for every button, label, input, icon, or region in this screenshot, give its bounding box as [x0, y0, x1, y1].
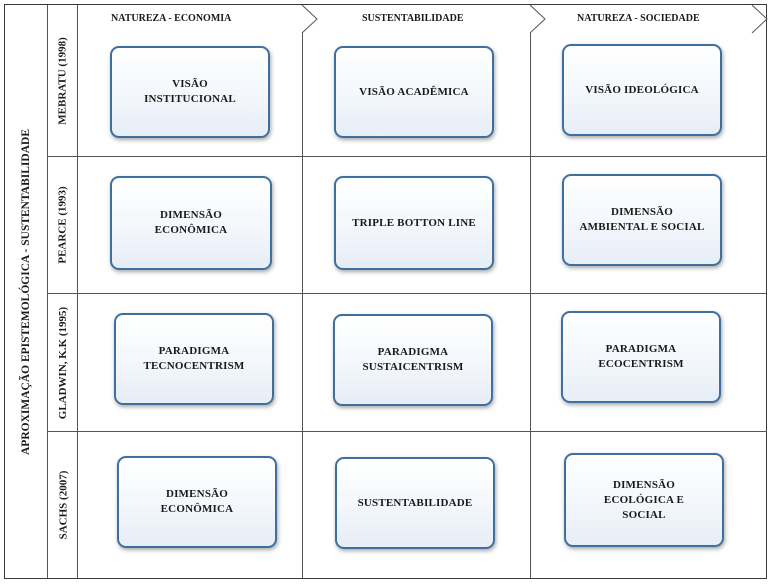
side-label: APROXIMAÇÃO EPISTEMOLÓGICA - SUSTENTABIL…	[5, 5, 47, 578]
cell-text-r3-c3: PARADIGMA ECOCENTRISM	[598, 343, 684, 370]
cell-box-r1-c1: VISÃO INSTITUCIONAL	[110, 46, 270, 138]
column-header-1-arrow	[301, 4, 318, 34]
side-label-text: APROXIMAÇÃO EPISTEMOLÓGICA - SUSTENTABIL…	[20, 128, 32, 455]
divider-side-label	[47, 5, 48, 578]
cell-text-r3-c1: PARADIGMA TECNOCENTRISM	[143, 345, 245, 372]
cell-text-r4-c1: DIMENSÃO ECONÔMICA	[160, 488, 234, 515]
column-header-3-label: NATUREZA - SOCIEDADE	[577, 13, 700, 24]
cell-box-r1-c2: VISÃO ACADÊMICA	[334, 46, 494, 138]
cell-box-r4-c2: SUSTENTABILIDADE	[335, 457, 495, 549]
cell-text-r2-c2: TRIPLE BOTTON LINE	[352, 216, 476, 229]
divider-row-labels	[77, 5, 78, 578]
divider-col-2	[530, 33, 531, 578]
row-label-1-text: MEBRATU (1998)	[57, 36, 70, 125]
cell-text-r2-c3: DIMENSÃO AMBIENTAL E SOCIAL	[579, 206, 705, 233]
row-label-4: SACHS (2007)	[48, 432, 78, 578]
divider-row-3	[48, 431, 767, 432]
row-label-2-text: PEARCE (1993)	[57, 186, 69, 264]
cell-box-r3-c2: PARADIGMA SUSTAICENTRISM	[333, 314, 493, 406]
column-header-1: NATUREZA - ECONOMIA	[77, 4, 318, 34]
cell-box-r4-c3: DIMENSÃO ECOLÓGICA E SOCIAL	[564, 453, 724, 547]
column-header-3-arrow	[751, 4, 768, 34]
cell-text-r4-c2: SUSTENTABILIDADE	[357, 496, 473, 509]
cell-box-r4-c1: DIMENSÃO ECONÔMICA	[117, 456, 277, 548]
divider-col-1	[302, 33, 303, 578]
cell-box-r3-c3: PARADIGMA ECOCENTRISM	[561, 311, 721, 403]
column-header-2-label: SUSTENTABILIDADE	[362, 13, 464, 24]
cell-box-r2-c3: DIMENSÃO AMBIENTAL E SOCIAL	[562, 174, 722, 266]
cell-box-r2-c1: DIMENSÃO ECONÔMICA	[110, 176, 272, 270]
cell-text-r3-c2: PARADIGMA SUSTAICENTRISM	[362, 346, 464, 373]
column-header-2: SUSTENTABILIDADE	[302, 4, 546, 34]
cell-text-r1-c1: VISÃO INSTITUCIONAL	[144, 78, 236, 105]
cell-box-r1-c3: VISÃO IDEOLÓGICA	[562, 44, 722, 136]
cell-text-r1-c2: VISÃO ACADÊMICA	[359, 85, 469, 98]
cell-text-r1-c3: VISÃO IDEOLÓGICA	[585, 83, 699, 96]
outer-frame	[4, 4, 767, 579]
cell-box-r3-c1: PARADIGMA TECNOCENTRISM	[114, 313, 274, 405]
divider-row-2	[48, 293, 767, 294]
divider-row-1	[48, 156, 767, 157]
column-header-3: NATUREZA - SOCIEDADE	[530, 4, 768, 34]
row-label-3: GLADWIN, K.K (1995)	[48, 294, 78, 431]
cell-box-r2-c2: TRIPLE BOTTON LINE	[334, 176, 494, 270]
row-label-2: PEARCE (1993)	[48, 157, 78, 293]
cell-text-r4-c3: DIMENSÃO ECOLÓGICA E SOCIAL	[603, 478, 685, 521]
row-label-3-text: GLADWIN, K.K (1995)	[57, 306, 70, 419]
column-header-2-arrow	[529, 4, 546, 34]
row-label-4-text: SACHS (2007)	[57, 470, 70, 540]
row-label-1: MEBRATU (1998)	[48, 5, 78, 156]
column-header-1-label: NATUREZA - ECONOMIA	[111, 13, 232, 24]
cell-text-r2-c1: DIMENSÃO ECONÔMICA	[154, 209, 228, 236]
